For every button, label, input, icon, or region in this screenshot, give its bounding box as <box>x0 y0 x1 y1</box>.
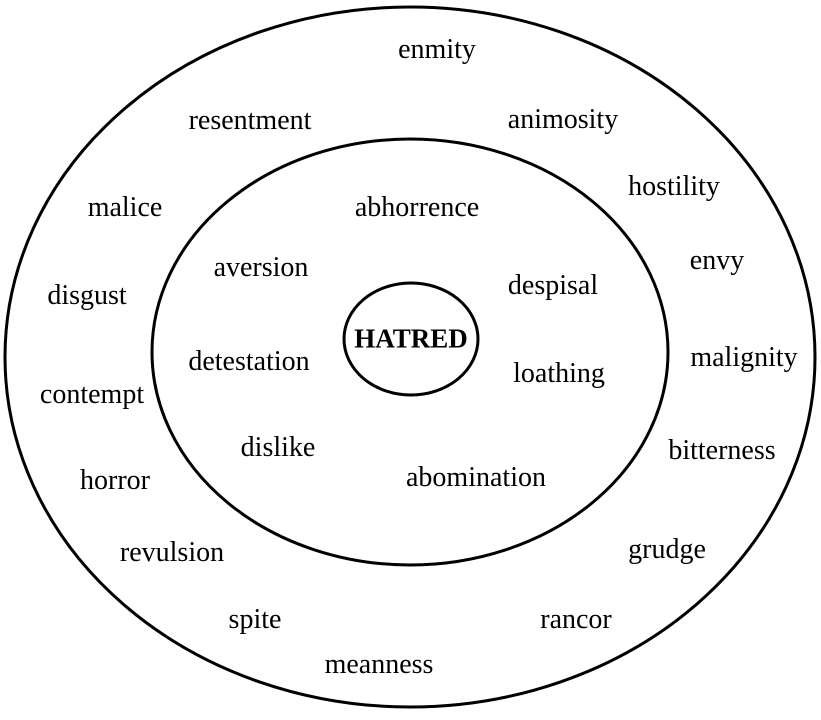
center-label: HATRED <box>354 323 468 354</box>
outer-word-spite: spite <box>228 604 282 635</box>
outer-word-revulsion: revulsion <box>119 537 225 568</box>
outer-word-contempt: contempt <box>39 379 145 410</box>
outer-word-rancor: rancor <box>540 604 612 635</box>
outer-word-animosity: animosity <box>507 104 619 135</box>
inner-word-loathing: loathing <box>513 358 605 389</box>
inner-word-aversion: aversion <box>213 252 309 283</box>
outer-ring <box>3 5 817 709</box>
outer-word-resentment: resentment <box>188 105 312 136</box>
outer-word-bitterness: bitterness <box>668 435 776 466</box>
center-ring <box>342 281 480 397</box>
inner-word-abomination: abomination <box>406 462 546 493</box>
outer-word-grudge: grudge <box>628 534 706 565</box>
outer-word-malignity: malignity <box>690 342 798 373</box>
outer-word-meanness: meanness <box>324 649 434 680</box>
outer-word-disgust: disgust <box>47 280 127 311</box>
inner-word-dislike: dislike <box>240 432 316 463</box>
outer-word-malice: malice <box>87 192 163 223</box>
inner-word-detestation: detestation <box>188 346 310 377</box>
outer-word-horror: horror <box>80 465 150 496</box>
outer-word-envy: envy <box>689 245 745 276</box>
inner-word-despisal: despisal <box>507 270 599 301</box>
inner-word-abhorrence: abhorrence <box>354 192 480 223</box>
inner-ring <box>150 137 670 567</box>
outer-word-hostility: hostility <box>628 171 720 202</box>
outer-word-enmity: enmity <box>398 34 476 65</box>
